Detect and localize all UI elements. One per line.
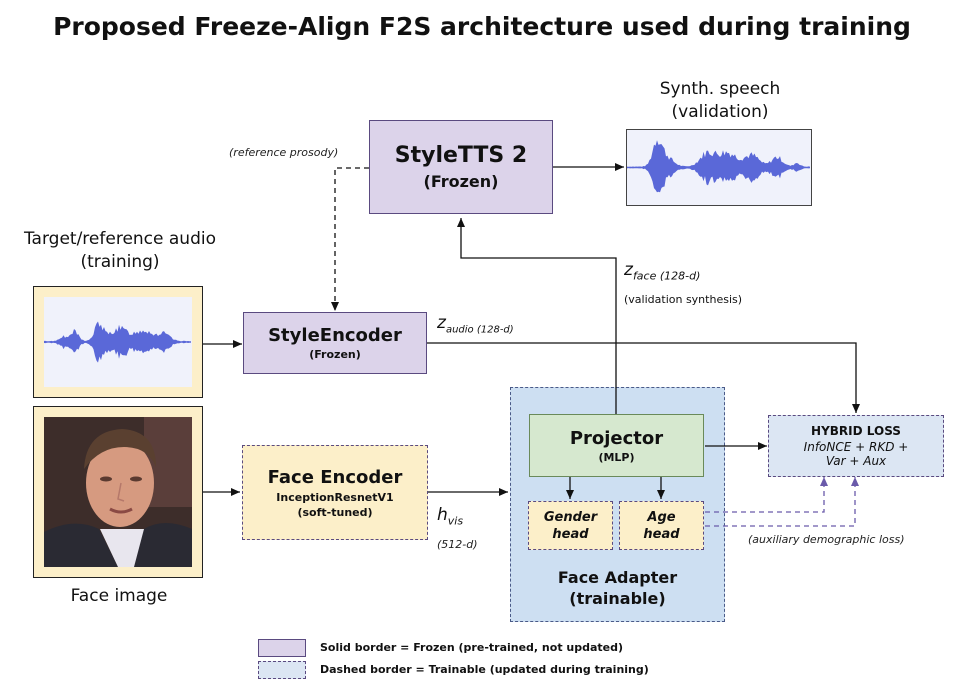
gender-head-box: Gender head bbox=[528, 501, 613, 550]
hybrid-loss-box: HYBRID LOSS InfoNCE + RKD + Var + Aux bbox=[768, 415, 944, 477]
target-waveform-graphic bbox=[44, 321, 191, 363]
face-image-frame bbox=[33, 406, 203, 578]
face-encoder-box: Face Encoder InceptionResnetV1 (soft-tun… bbox=[242, 445, 428, 540]
z-face-symbol: z bbox=[624, 260, 633, 280]
projector-title: Projector bbox=[569, 427, 664, 449]
gender-head-line2: head bbox=[552, 526, 589, 542]
target-audio-caption: Target/reference audio (training) bbox=[10, 228, 230, 274]
face-photo-graphic bbox=[44, 417, 192, 567]
styletts2-title: StyleTTS 2 bbox=[394, 143, 528, 168]
page-title: Proposed Freeze-Align F2S architecture u… bbox=[53, 12, 911, 41]
face-encoder-title: Face Encoder bbox=[267, 466, 403, 488]
face-adapter-line1: Face Adapter bbox=[557, 568, 678, 587]
age-head-line2: head bbox=[643, 526, 680, 542]
target-audio-line1: Target/reference audio bbox=[23, 229, 216, 249]
projector-box: Projector (MLP) bbox=[529, 414, 704, 477]
z-face-label: zface (128-d) bbox=[624, 260, 700, 282]
validation-synthesis-label: (validation synthesis) bbox=[624, 293, 743, 306]
z-audio-subscript: audio (128-d) bbox=[445, 324, 514, 336]
face-photo bbox=[44, 417, 192, 567]
styleencoder-title: StyleEncoder bbox=[268, 325, 402, 346]
hybrid-loss-line1: InfoNCE + RKD + bbox=[803, 440, 909, 454]
arrow-aux-loss-2 bbox=[705, 477, 859, 527]
target-audio-waveform bbox=[44, 297, 192, 387]
hybrid-loss-title: HYBRID LOSS bbox=[811, 424, 901, 438]
face-encoder-subtitle: (soft-tuned) bbox=[297, 505, 373, 519]
gender-head-line1: Gender bbox=[543, 509, 598, 525]
arrow-zface-to-styletts bbox=[457, 218, 617, 414]
age-head-line1: Age bbox=[647, 509, 676, 525]
face-encoder-model: InceptionResnetV1 bbox=[276, 490, 394, 504]
reference-prosody-label: (reference prosody) bbox=[229, 146, 339, 159]
face-adapter-label: Face Adapter (trainable) bbox=[510, 567, 725, 609]
face-image-caption: Face image bbox=[70, 586, 168, 606]
legend-frozen-swatch bbox=[258, 639, 306, 657]
h-vis-symbol: h bbox=[437, 505, 448, 525]
h-vis-label: hvis bbox=[437, 505, 463, 527]
target-audio-frame bbox=[33, 286, 203, 398]
arrow-reference-prosody bbox=[331, 167, 369, 311]
z-face-subscript: face (128-d) bbox=[632, 269, 701, 283]
hybrid-loss-line2: Var + Aux bbox=[825, 454, 887, 468]
face-adapter-line2: (trainable) bbox=[569, 589, 666, 608]
synth-speech-waveform bbox=[626, 129, 812, 206]
styletts2-subtitle: (Frozen) bbox=[423, 172, 499, 191]
arrow-aux-loss-1 bbox=[705, 477, 828, 513]
projector-subtitle: (MLP) bbox=[598, 450, 635, 464]
legend-trainable-swatch bbox=[258, 661, 306, 679]
z-audio-label: zaudio (128-d) bbox=[437, 313, 514, 335]
styleencoder-subtitle: (Frozen) bbox=[309, 348, 361, 361]
aux-loss-label: (auxiliary demographic loss) bbox=[748, 533, 905, 546]
arrow-zaudio-to-loss bbox=[427, 342, 860, 413]
target-audio-line2: (training) bbox=[80, 252, 160, 272]
age-head-box: Age head bbox=[619, 501, 704, 550]
styletts2-box: StyleTTS 2 (Frozen) bbox=[369, 120, 553, 214]
h-vis-dim-label: (512-d) bbox=[437, 538, 478, 551]
synth-waveform-graphic bbox=[627, 140, 810, 193]
synth-speech-line1: Synth. speech bbox=[659, 79, 781, 99]
z-audio-symbol: z bbox=[437, 313, 446, 333]
synth-speech-line2: (validation) bbox=[671, 102, 769, 122]
h-vis-subscript: vis bbox=[447, 514, 464, 528]
legend-frozen-label: Solid border = Frozen (pre-trained, not … bbox=[320, 641, 624, 654]
styleencoder-box: StyleEncoder (Frozen) bbox=[243, 312, 427, 374]
synth-speech-caption: Synth. speech (validation) bbox=[620, 78, 820, 124]
legend-trainable-label: Dashed border = Trainable (updated durin… bbox=[320, 663, 649, 676]
